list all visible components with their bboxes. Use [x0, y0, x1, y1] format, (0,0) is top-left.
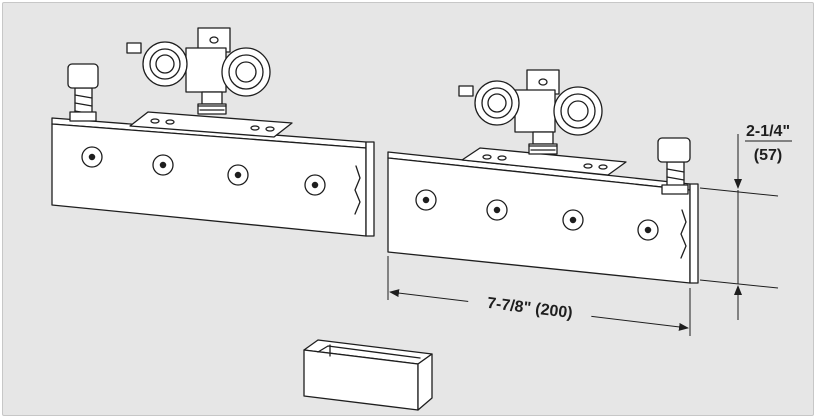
left-clamp-assembly	[51, 27, 375, 237]
left-stop-bolt	[67, 63, 99, 122]
left-clamp-screws	[81, 146, 326, 196]
right-stop-bolt	[657, 137, 691, 195]
right-clamp-glass-slot	[680, 209, 687, 259]
right-clamp-screws	[415, 189, 659, 241]
right-roller-carriage	[458, 69, 603, 155]
left-clamp-glass-slot	[354, 165, 361, 215]
left-mounting-plate	[129, 111, 293, 138]
height-dimension-inches-label: 2-1/4"	[746, 123, 790, 140]
left-roller-carriage	[126, 27, 271, 115]
height-dimension-mm-label: (57)	[754, 147, 782, 164]
right-mounting-plate	[461, 147, 627, 176]
left-clamp-end-face	[365, 141, 375, 237]
glass-channel-insert	[303, 339, 433, 411]
right-clamp-assembly	[387, 69, 699, 284]
right-clamp-end-face	[689, 183, 699, 284]
